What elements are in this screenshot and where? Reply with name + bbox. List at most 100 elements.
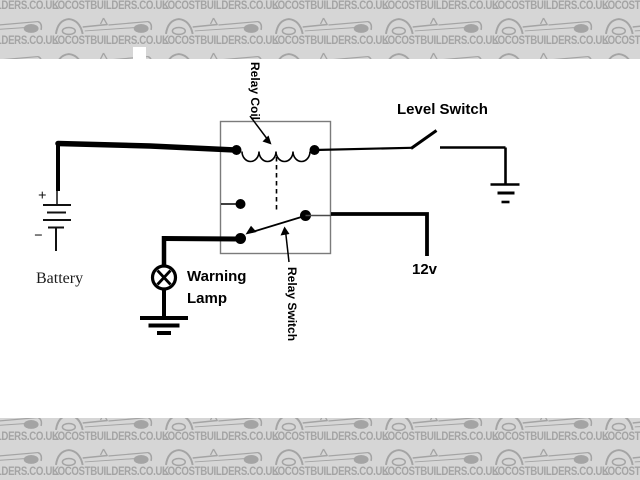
watermark-tile: LOCOSTBUILDERS.CO.UK xyxy=(0,418,59,444)
warning-lamp-icon xyxy=(150,264,178,291)
watermark-text: LOCOSTBUILDERS.CO.UK xyxy=(492,431,609,443)
watermark-tile: LOCOSTBUILDERS.CO.UK xyxy=(0,446,59,479)
watermark-tile: LOCOSTBUILDERS.CO.UK xyxy=(162,50,268,59)
watermark-text: LOCOSTBUILDERS.CO.UK xyxy=(382,466,499,478)
watermark-tile: LOCOSTBUILDERS.CO.UK xyxy=(272,0,389,13)
watermark-band-bottom: LOCOSTBUILDERS.CO.UK LOCOSTBUILDERS.CO.U… xyxy=(0,418,640,480)
locost-car-icon xyxy=(164,17,263,35)
supply-12v-label: 12v xyxy=(412,261,438,278)
locost-car-icon xyxy=(274,418,373,431)
level-switch-icon xyxy=(314,129,507,184)
locost-car-icon xyxy=(278,52,372,59)
locost-car-icon xyxy=(608,53,630,59)
relay-coil-label: Relay Coil xyxy=(248,62,262,121)
watermark-text: LOCOSTBUILDERS.CO.UK xyxy=(602,35,640,47)
watermark-text: LOCOSTBUILDERS.CO.UK xyxy=(162,0,279,12)
locost-car-icon xyxy=(3,55,42,59)
relay-switch-label: Relay Switch xyxy=(285,267,299,342)
locost-car-icon xyxy=(164,448,263,466)
watermark-tile: LOCOSTBUILDERS.CO.UK xyxy=(602,446,640,479)
watermark-tile: LOCOSTBUILDERS.CO.UK xyxy=(272,446,389,479)
watermark-tile: LOCOSTBUILDERS.CO.UK xyxy=(162,0,279,13)
locost-car-icon xyxy=(384,418,483,431)
watermark-text: LOCOSTBUILDERS.CO.UK xyxy=(0,0,59,12)
watermark-tile: LOCOSTBUILDERS.CO.UK xyxy=(382,50,488,59)
locost-car-icon xyxy=(54,418,153,431)
warning-lamp-label-line1: Warning xyxy=(187,268,247,285)
watermark-text: LOCOSTBUILDERS.CO.UK xyxy=(272,0,389,12)
watermark-tile: LOCOSTBUILDERS.CO.UK xyxy=(0,0,59,13)
watermark-tile: LOCOSTBUILDERS.CO.UK xyxy=(492,0,609,13)
relay-coil-pointer-arrow xyxy=(249,115,272,145)
battery-plus-label: + xyxy=(38,188,47,204)
watermark-text: LOCOSTBUILDERS.CO.UK xyxy=(52,0,169,12)
watermark-text: LOCOSTBUILDERS.CO.UK xyxy=(382,0,499,12)
level-switch-label: Level Switch xyxy=(397,101,488,118)
watermark-tile: LOCOSTBUILDERS.CO.UK xyxy=(492,418,609,444)
watermark-text: LOCOSTBUILDERS.CO.UK xyxy=(0,466,59,478)
watermark-notch xyxy=(133,47,146,59)
watermark-text: LOCOSTBUILDERS.CO.UK xyxy=(52,466,169,478)
locost-car-icon xyxy=(604,418,640,431)
watermark-text: LOCOSTBUILDERS.CO.UK xyxy=(602,431,640,443)
watermark-notch xyxy=(132,410,144,418)
watermark-text: LOCOSTBUILDERS.CO.UK xyxy=(382,431,499,443)
watermark-tile: LOCOSTBUILDERS.CO.UK xyxy=(492,50,598,59)
watermark-tile: LOCOSTBUILDERS.CO.UK xyxy=(52,418,169,444)
watermark-text: LOCOSTBUILDERS.CO.UK xyxy=(52,35,169,47)
watermark-tile: LOCOSTBUILDERS.CO.UK xyxy=(492,15,609,48)
switch-arm-arrowhead xyxy=(245,225,257,235)
watermark-tile: LOCOSTBUILDERS.CO.UK xyxy=(602,418,640,444)
watermark-tile: LOCOSTBUILDERS.CO.UK xyxy=(52,446,169,479)
locost-car-icon xyxy=(0,20,43,33)
watermark-text: LOCOSTBUILDERS.CO.UK xyxy=(492,0,609,12)
warning-lamp-label-line2: Lamp xyxy=(187,290,228,307)
watermark-tile: LOCOSTBUILDERS.CO.UK xyxy=(382,15,499,48)
battery-label: Battery xyxy=(36,270,84,287)
locost-car-icon xyxy=(0,451,43,464)
locost-car-icon xyxy=(54,448,153,466)
locost-car-icon xyxy=(604,18,640,35)
locost-car-icon xyxy=(604,449,640,466)
watermark-text: LOCOSTBUILDERS.CO.UK xyxy=(52,431,169,443)
watermark-tile: LOCOSTBUILDERS.CO.UK xyxy=(602,50,640,59)
watermark-text: LOCOSTBUILDERS.CO.UK xyxy=(492,35,609,47)
watermark-text: LOCOSTBUILDERS.CO.UK xyxy=(272,431,389,443)
watermark-tile: LOCOSTBUILDERS.CO.UK xyxy=(602,15,640,48)
battery-icon xyxy=(43,191,71,251)
watermark-text: LOCOSTBUILDERS.CO.UK xyxy=(272,466,389,478)
watermark-tile: LOCOSTBUILDERS.CO.UK xyxy=(272,418,389,444)
locost-car-icon xyxy=(494,17,593,35)
watermark-text: LOCOSTBUILDERS.CO.UK xyxy=(602,0,640,12)
battery-feed-wire xyxy=(55,140,238,191)
watermark-band-top: LOCOSTBUILDERS.CO.UK LOCOSTBUILDERS.CO.U… xyxy=(0,0,640,59)
watermark-text: LOCOSTBUILDERS.CO.UK xyxy=(162,466,279,478)
watermark-tile: LOCOSTBUILDERS.CO.UK xyxy=(272,15,389,48)
locost-car-icon xyxy=(384,448,483,466)
watermark-tile: LOCOSTBUILDERS.CO.UK xyxy=(602,0,640,13)
watermark-tile: LOCOSTBUILDERS.CO.UK xyxy=(382,418,499,444)
watermark-tile: LOCOSTBUILDERS.CO.UK xyxy=(0,15,59,48)
supply-12v-wire xyxy=(331,212,429,256)
locost-car-icon xyxy=(274,17,373,35)
locost-car-icon xyxy=(498,52,592,59)
watermark-tile: LOCOSTBUILDERS.CO.UK xyxy=(52,0,169,13)
locost-car-icon xyxy=(164,418,263,431)
relay-box xyxy=(219,120,332,255)
locost-car-icon xyxy=(54,17,153,35)
watermark-tile: LOCOSTBUILDERS.CO.UK xyxy=(382,0,499,13)
watermark-tile: LOCOSTBUILDERS.CO.UK xyxy=(492,446,609,479)
watermark-text: LOCOSTBUILDERS.CO.UK xyxy=(0,35,59,47)
warning-lamp-wire xyxy=(161,236,239,318)
watermark-text: LOCOSTBUILDERS.CO.UK xyxy=(0,431,59,443)
ground-icon-left xyxy=(140,316,188,335)
battery-minus-label: − xyxy=(34,228,43,244)
locost-car-icon xyxy=(0,418,43,429)
locost-car-icon xyxy=(388,52,482,59)
watermark-tile: LOCOSTBUILDERS.CO.UK xyxy=(272,50,378,59)
watermark-tile: LOCOSTBUILDERS.CO.UK xyxy=(52,15,169,48)
ground-icon-right xyxy=(490,183,520,204)
watermark-text: LOCOSTBUILDERS.CO.UK xyxy=(602,466,640,478)
locost-car-icon xyxy=(168,52,262,59)
watermark-text: LOCOSTBUILDERS.CO.UK xyxy=(162,431,279,443)
